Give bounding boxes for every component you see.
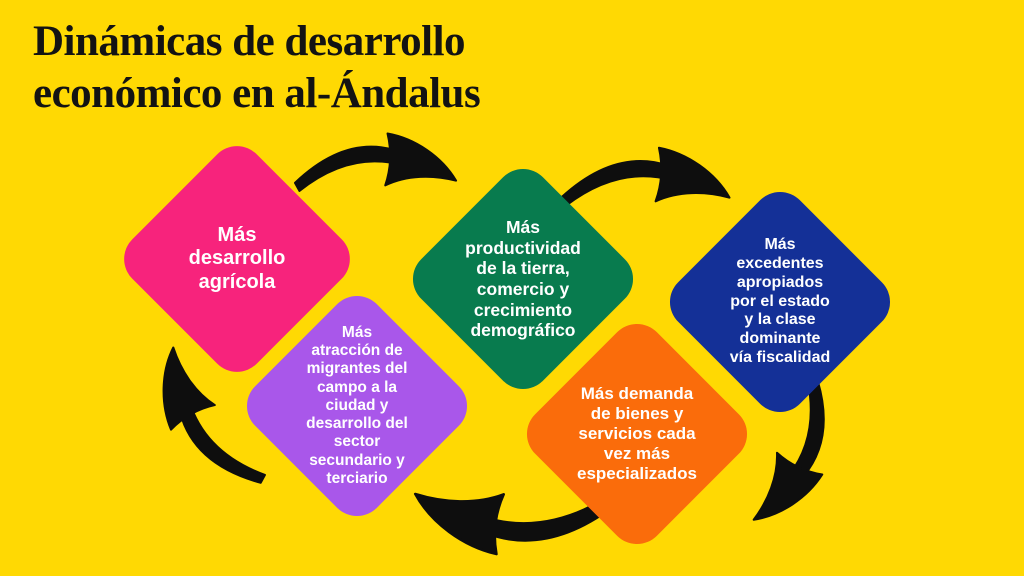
node-mas-excedentes: Más excedentes apropiados por el estado … xyxy=(657,179,903,425)
node-mas-productividad: Más productividad de la tierra, comercio… xyxy=(400,156,646,402)
node-label: Más excedentes apropiados por el estado … xyxy=(729,235,831,367)
node-label: Más desarrollo agrícola xyxy=(188,223,286,293)
node-label: Más atracción de migrantes del campo a l… xyxy=(306,323,408,487)
node-mas-atraccion-migrantes: Más atracción de migrantes del campo a l… xyxy=(234,283,480,529)
node-mas-desarrollo-agricola: Más desarrollo agrícola xyxy=(112,134,362,384)
page-title: Dinámicas de desarrollo económico en al-… xyxy=(33,18,481,118)
node-mas-demanda: Más demanda de bienes y servicios cada v… xyxy=(514,311,760,557)
node-label: Más productividad de la tierra, comercio… xyxy=(465,217,581,341)
node-label: Más demanda de bienes y servicios cada v… xyxy=(576,383,697,484)
